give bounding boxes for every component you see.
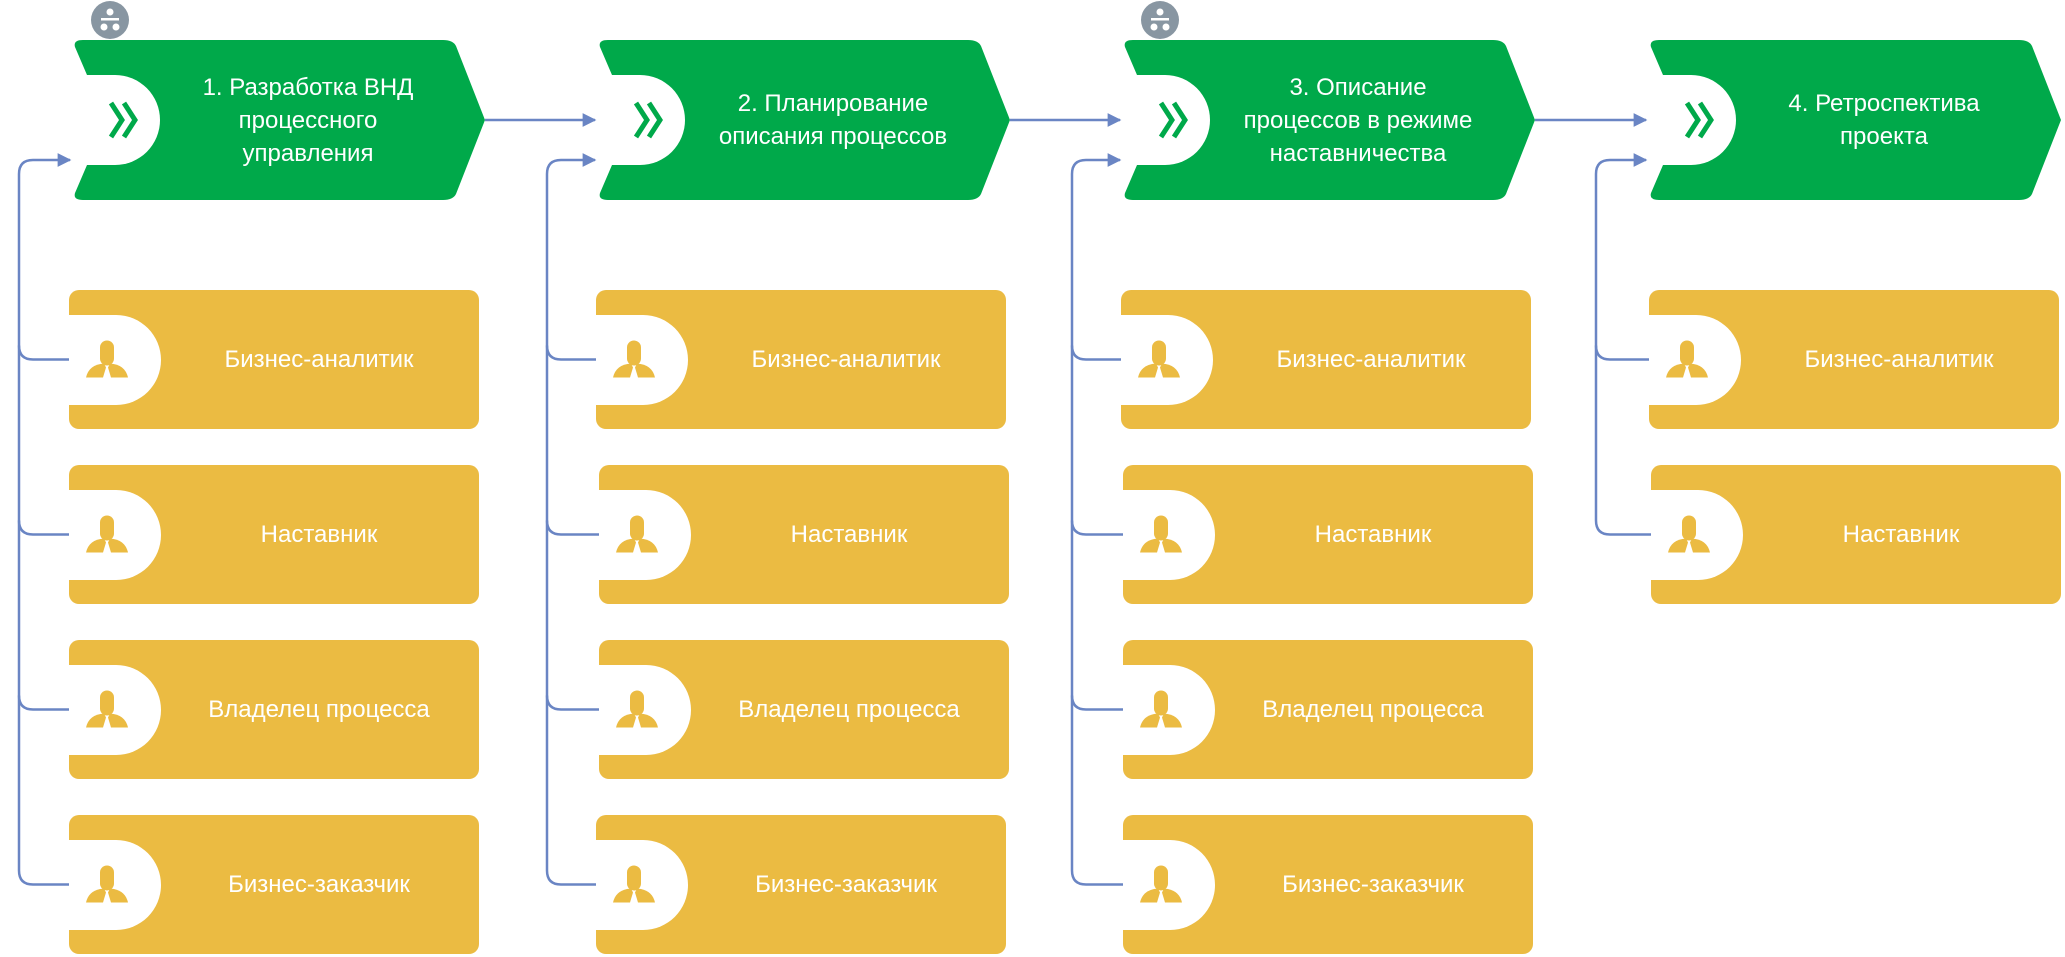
role-branch-connector xyxy=(1070,520,1123,536)
double-chevron-icon xyxy=(108,101,138,139)
role-icon-cutout xyxy=(1121,315,1213,405)
shapes-layer xyxy=(69,1,2061,954)
role-bus-connector xyxy=(545,153,597,871)
role-branch-connector xyxy=(545,345,596,361)
role-icon-cutout xyxy=(1123,665,1215,755)
role-card-shape[interactable] xyxy=(69,640,479,779)
role-card[interactable] xyxy=(1649,290,2059,429)
role-branch-connector xyxy=(17,520,69,536)
person-icon xyxy=(86,515,128,553)
stage-shape[interactable] xyxy=(1650,40,2061,200)
role-branch-connector xyxy=(17,345,69,361)
stage-icon-cutout xyxy=(1122,75,1210,165)
role-icon-cutout xyxy=(1123,490,1215,580)
role-icon-cutout xyxy=(1649,315,1741,405)
role-card[interactable] xyxy=(1121,290,1531,429)
stage-shape[interactable] xyxy=(599,40,1010,200)
stage-4[interactable] xyxy=(1648,40,2061,200)
stage-3[interactable] xyxy=(1122,1,1535,200)
person-icon xyxy=(616,515,658,553)
person-icon xyxy=(1138,340,1180,378)
role-card-shape[interactable] xyxy=(69,290,479,429)
role-icon-cutout xyxy=(599,490,691,580)
role-bus-connector xyxy=(1070,153,1122,871)
person-icon xyxy=(613,865,655,903)
double-chevron-icon xyxy=(1684,101,1714,139)
role-branch-connector xyxy=(545,520,599,536)
split-gateway-icon[interactable] xyxy=(1141,1,1179,39)
role-icon-cutout xyxy=(596,840,688,930)
connectors-layer xyxy=(17,113,1651,886)
role-card[interactable] xyxy=(599,465,1009,604)
stage-icon-cutout xyxy=(1648,75,1736,165)
role-icon-cutout xyxy=(599,665,691,755)
stage-1[interactable] xyxy=(72,1,486,200)
role-card-shape[interactable] xyxy=(1649,290,2059,429)
role-card-shape[interactable] xyxy=(1651,465,2061,604)
role-card[interactable] xyxy=(69,290,479,429)
person-icon xyxy=(86,865,128,903)
person-icon xyxy=(1140,865,1182,903)
role-card-shape[interactable] xyxy=(596,815,1006,954)
role-bus-connector xyxy=(1594,153,1648,521)
role-branch-connector xyxy=(545,870,596,886)
role-branch-connector xyxy=(17,870,69,886)
role-card-shape[interactable] xyxy=(69,465,479,604)
role-card[interactable] xyxy=(69,465,479,604)
stage-shape[interactable] xyxy=(74,40,486,200)
role-branch-connector xyxy=(1070,870,1123,886)
role-card-shape[interactable] xyxy=(596,290,1006,429)
person-icon xyxy=(1140,515,1182,553)
role-icon-cutout xyxy=(69,490,161,580)
stage-2[interactable] xyxy=(597,40,1010,200)
role-card[interactable] xyxy=(1123,640,1533,779)
role-card[interactable] xyxy=(1123,465,1533,604)
role-card[interactable] xyxy=(596,290,1006,429)
double-chevron-icon xyxy=(1158,101,1188,139)
role-card[interactable] xyxy=(596,815,1006,954)
split-gateway-icon[interactable] xyxy=(91,1,129,39)
stage-icon-cutout xyxy=(72,75,160,165)
role-icon-cutout xyxy=(1123,840,1215,930)
role-card-shape[interactable] xyxy=(1121,290,1531,429)
stage-icon-cutout xyxy=(597,75,685,165)
role-card[interactable] xyxy=(69,815,479,954)
role-card-shape[interactable] xyxy=(1123,640,1533,779)
person-icon xyxy=(616,690,658,728)
person-icon xyxy=(1140,690,1182,728)
role-card[interactable] xyxy=(69,640,479,779)
role-card[interactable] xyxy=(599,640,1009,779)
role-branch-connector xyxy=(1594,345,1649,361)
person-icon xyxy=(1668,515,1710,553)
role-branch-connector xyxy=(1594,520,1651,536)
person-icon xyxy=(86,690,128,728)
role-bus-connector xyxy=(17,153,72,871)
role-card-shape[interactable] xyxy=(599,465,1009,604)
role-card[interactable] xyxy=(1651,465,2061,604)
stage-shape[interactable] xyxy=(1124,40,1535,200)
role-card[interactable] xyxy=(1123,815,1533,954)
role-branch-connector xyxy=(1070,695,1123,711)
role-icon-cutout xyxy=(1651,490,1743,580)
person-icon xyxy=(1666,340,1708,378)
role-branch-connector xyxy=(1070,345,1121,361)
role-icon-cutout xyxy=(596,315,688,405)
role-card-shape[interactable] xyxy=(1123,465,1533,604)
role-card-shape[interactable] xyxy=(69,815,479,954)
role-icon-cutout xyxy=(69,665,161,755)
person-icon xyxy=(613,340,655,378)
role-branch-connector xyxy=(545,695,599,711)
role-branch-connector xyxy=(17,695,69,711)
role-icon-cutout xyxy=(69,315,161,405)
role-icon-cutout xyxy=(69,840,161,930)
double-chevron-icon xyxy=(633,101,663,139)
role-card-shape[interactable] xyxy=(599,640,1009,779)
person-icon xyxy=(86,340,128,378)
role-card-shape[interactable] xyxy=(1123,815,1533,954)
